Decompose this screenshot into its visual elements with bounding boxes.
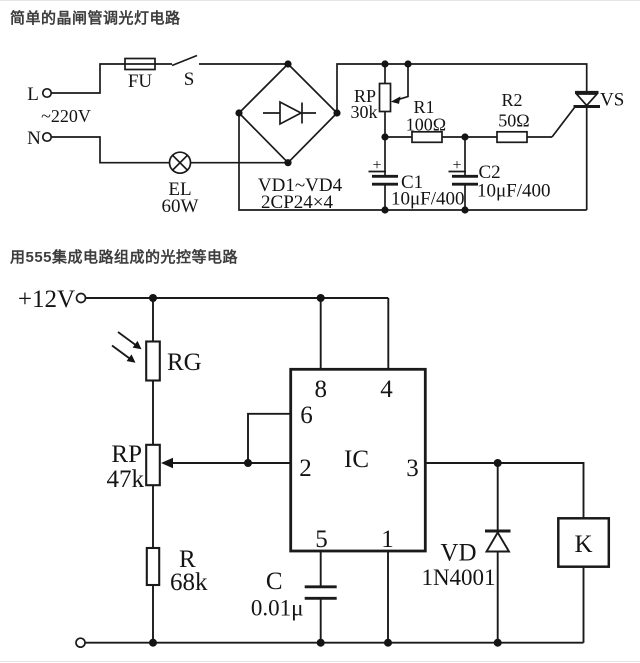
label-supply-12v: +12V [18,286,75,313]
label-c-value: 0.01μ [251,596,304,621]
label-r1: R1 [413,97,434,117]
label-r-value: 68k [170,569,208,596]
label-pin4: 4 [380,376,393,403]
terminal-12v [75,292,87,304]
label-c2-plus: + [452,157,461,174]
relay-k-box [557,517,611,568]
label-rp-value: 30k [351,102,378,122]
potentiometer-rp-symbol [378,64,409,113]
potentiometer-rp2-symbol [145,443,173,487]
label-c1: C1 [401,172,423,193]
label-vd-type: 1N4001 [421,565,495,590]
label-bridge-type: 2CP24×4 [261,192,333,213]
label-rp: RP [354,86,376,106]
label-c: C [266,568,283,595]
fuse-symbol [124,57,156,71]
diode-vd-symbol [484,529,511,553]
label-rp2-value: 47k [107,466,145,493]
terminal-common [75,637,86,649]
label-pin1: 1 [381,526,394,553]
resistor-r-symbol [145,546,161,587]
bottom-edge-line [0,661,640,662]
label-relay-k: K [574,531,592,558]
label-pin6: 6 [300,402,313,429]
terminal-n [41,131,53,143]
label-fuse: FU [128,71,153,92]
label-pin8: 8 [314,376,327,403]
label-bridge: VD1~VD4 [258,175,343,196]
capacitor-c2-symbol [448,170,478,186]
label-terminal-n: N [27,128,41,149]
resistor-r2-symbol [496,130,528,144]
bridge-rectifier-symbol [237,62,339,164]
circuit1-labels: L ~220V N FU S EL 60W VD1~VD4 2CP24×4 RP… [27,69,624,217]
top-edge-line [0,0,640,1]
thyristor-vs-symbol [573,90,600,108]
circuit1-title: 简单的晶闸管调光灯电路 [10,10,181,27]
label-pin5: 5 [315,526,328,553]
lamp-el-symbol [168,151,192,175]
circuit1-dimmer: L ~220V N FU S EL 60W VD1~VD4 2CP24×4 RP… [27,54,624,217]
label-pin2: 2 [299,455,312,482]
label-r: R [179,546,196,573]
label-rg: RG [167,349,202,376]
label-lamp-power: 60W [162,196,199,217]
circuit2-labels: +12V RG RP 47k R 68k 8 4 6 2 IC 3 5 1 C … [18,286,593,621]
label-c1-plus: + [372,157,381,174]
label-pin3: 3 [406,455,419,482]
circuit2-junction-dots [149,294,502,647]
capacitor-c-symbol [304,585,337,600]
circuit2-wires [85,297,585,644]
label-r2: R2 [501,90,522,110]
label-vs: VS [600,90,624,111]
label-vd: VD [440,540,476,567]
circuit1-junction-dots [235,60,469,214]
label-rp2: RP [111,441,142,468]
label-switch: S [184,69,195,90]
label-c2: C2 [479,162,501,183]
label-r2-value: 50Ω [498,111,529,131]
label-c1-value: 10μF/400 [391,189,465,210]
photoresistor-rg-symbol [111,331,161,382]
terminal-l [41,87,53,99]
label-terminal-l: L [27,84,39,105]
ic-555-box [289,367,427,553]
label-c2-value: 10μF/400 [477,181,551,202]
label-voltage: ~220V [41,106,91,126]
circuit2-555-light-control: +12V RG RP 47k R 68k 8 4 6 2 IC 3 5 1 C … [18,286,611,649]
switch-symbol [171,54,198,67]
circuit2-title: 用555集成电路组成的光控等电路 [10,249,239,266]
label-r1-value: 100Ω [406,115,446,135]
capacitor-c1-symbol [368,170,398,186]
label-ic: IC [344,446,369,473]
resistor-r1-symbol [411,130,443,144]
label-lamp: EL [168,179,191,200]
